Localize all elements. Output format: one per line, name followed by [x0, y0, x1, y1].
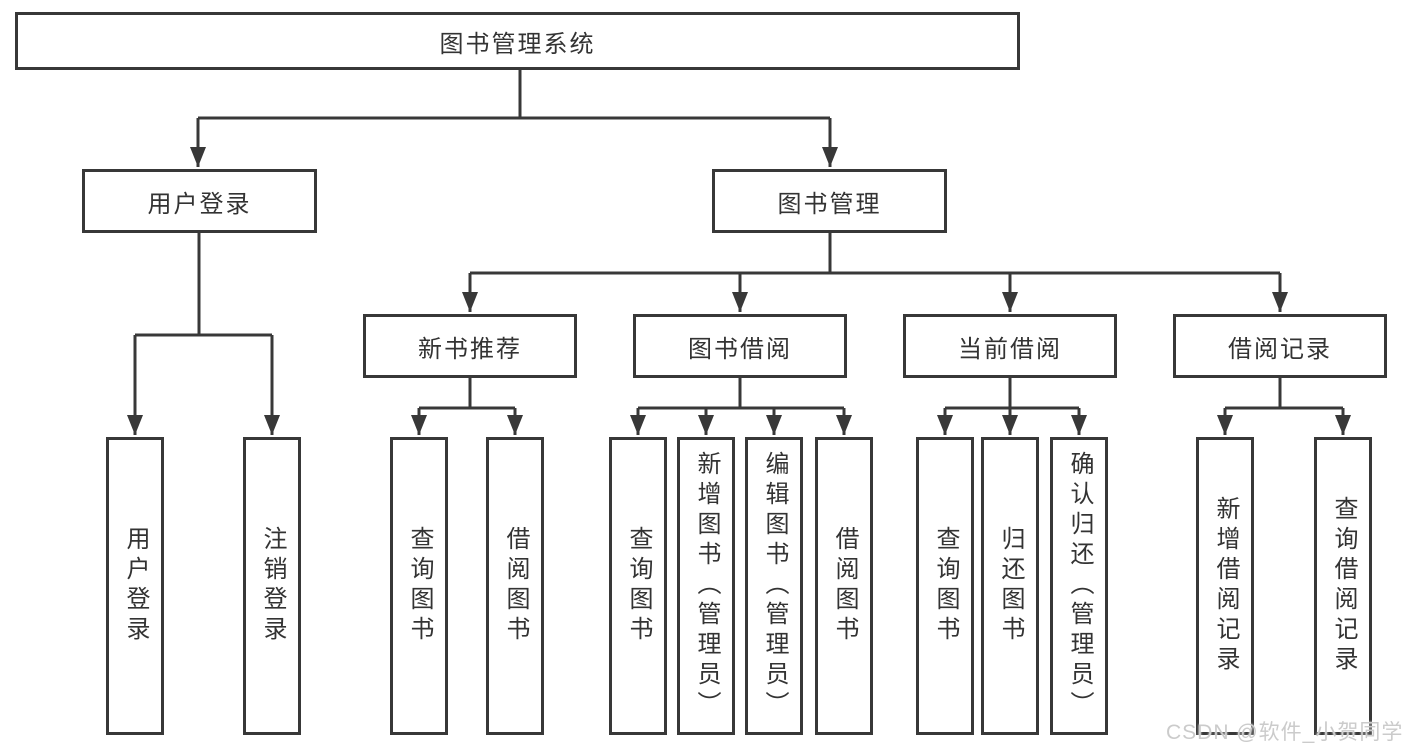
node-library-system: 图书管理系统: [15, 12, 1020, 70]
edge-arrows: [127, 118, 1351, 435]
leaf-borrowing-query-books: 查询图书: [609, 437, 667, 735]
leaf-newbook-query-books: 查询图书: [390, 437, 448, 735]
leaf-current-query-books: 查询图书: [916, 437, 974, 735]
node-user-login: 用户登录: [82, 169, 317, 233]
node-book-borrowing: 图书借阅: [633, 314, 847, 378]
leaf-borrowing-add-books-admin: 新增图书（管理员）: [677, 437, 735, 735]
watermark: CSDN @软件_小贺同学: [1166, 721, 1404, 744]
node-book-management: 图书管理: [712, 169, 947, 233]
leaf-records-query-record: 查询借阅记录: [1314, 437, 1372, 735]
leaf-records-add-record: 新增借阅记录: [1196, 437, 1254, 735]
leaf-user-login: 用户登录: [106, 437, 164, 735]
leaf-logout: 注销登录: [243, 437, 301, 735]
leaf-current-confirm-return-admin: 确认归还（管理员）: [1050, 437, 1108, 735]
leaf-borrowing-borrow-books: 借阅图书: [815, 437, 873, 735]
leaf-borrowing-edit-books-admin: 编辑图书（管理员）: [745, 437, 803, 735]
node-current-borrowing: 当前借阅: [903, 314, 1117, 378]
leaf-current-return-books: 归还图书: [981, 437, 1039, 735]
leaf-newbook-borrow-books: 借阅图书: [486, 437, 544, 735]
edge-rails: [135, 70, 1343, 410]
node-new-book-recommend: 新书推荐: [363, 314, 577, 378]
node-borrowing-records: 借阅记录: [1173, 314, 1387, 378]
